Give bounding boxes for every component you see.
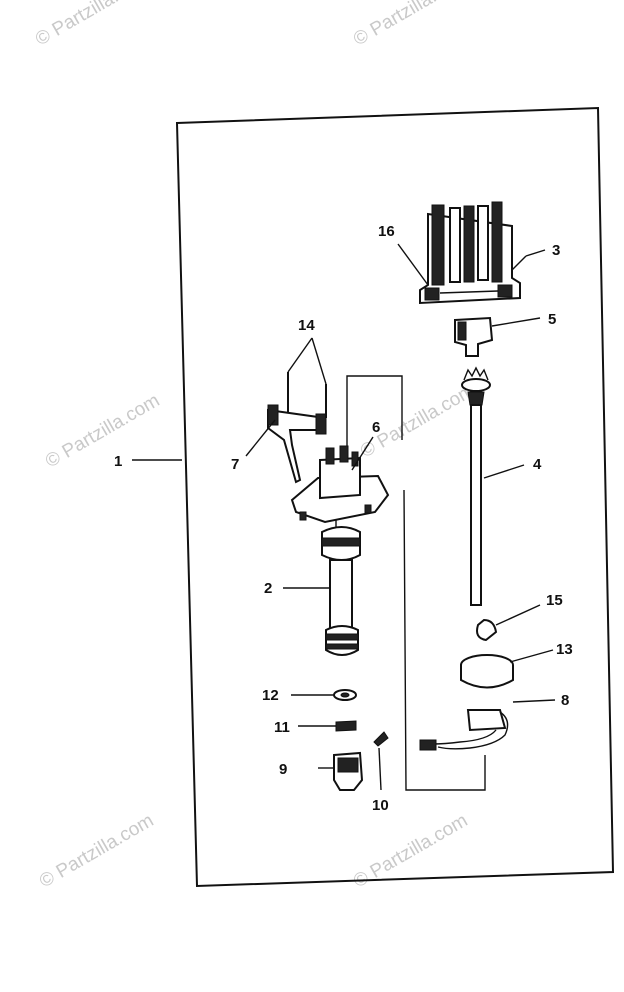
rotor (454, 316, 494, 357)
distributor-housing (267, 372, 390, 656)
callout-11: 11 (274, 719, 290, 736)
distributor-cap (419, 201, 521, 305)
callout-3: 3 (552, 242, 560, 259)
watermark: © Partzilla.com (32, 0, 153, 50)
callout-1: 1 (114, 453, 122, 470)
pin (335, 720, 357, 732)
assembly-frame (175, 106, 615, 888)
callout-8: 8 (561, 692, 569, 709)
callout-7: 7 (231, 456, 239, 473)
roll-pin (373, 731, 389, 747)
pickup-coil (419, 709, 509, 751)
pole-ring (460, 654, 514, 689)
callout-5: 5 (548, 311, 556, 328)
callouts: 1 2 3 4 5 6 7 8 9 10 11 12 13 14 15 16 (114, 223, 573, 814)
watermark: © Partzilla.com (36, 810, 157, 892)
callout-10: 10 (372, 797, 389, 814)
callout-4: 4 (533, 456, 542, 473)
callout-13: 13 (556, 641, 573, 658)
leader-lines (132, 243, 556, 791)
callout-14: 14 (298, 317, 315, 334)
group-bracket (346, 375, 486, 791)
watermark: © Partzilla.com (350, 0, 471, 50)
callout-2: 2 (264, 580, 272, 597)
callout-15: 15 (546, 592, 563, 609)
callout-16: 16 (378, 223, 395, 240)
watermarks: © Partzilla.com © Partzilla.com © Partzi… (32, 0, 478, 892)
callout-9: 9 (279, 761, 287, 778)
clip (476, 618, 498, 642)
main-shaft (461, 366, 491, 606)
callout-12: 12 (262, 687, 279, 704)
callout-6: 6 (372, 419, 380, 436)
